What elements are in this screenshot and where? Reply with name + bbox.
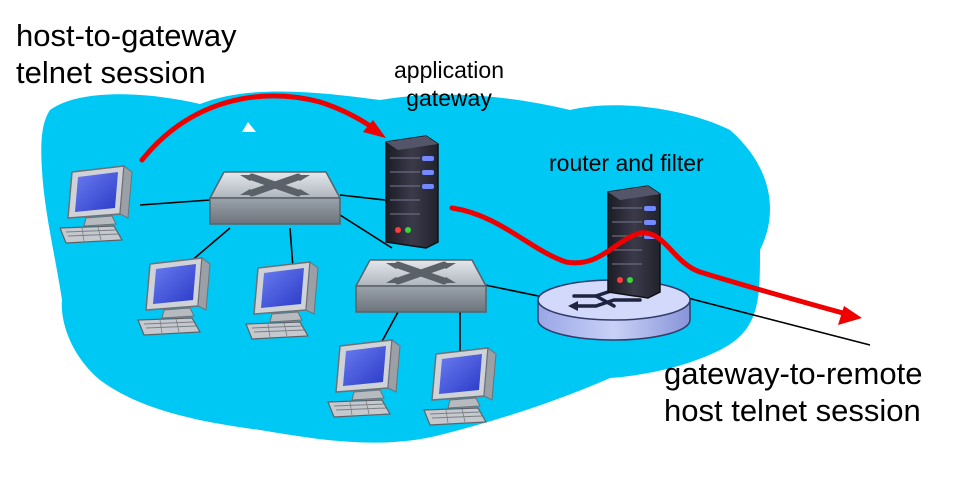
application-gateway-line-2: gateway (406, 84, 492, 111)
gateway-to-remote-line-2: host telnet session (664, 393, 921, 429)
application-gateway-label: application gateway (376, 57, 522, 112)
host-to-gateway-path (139, 93, 379, 163)
switch-icon (210, 172, 340, 224)
server-icon (385, 135, 439, 249)
cloud-notch (242, 122, 256, 132)
gateway-to-remote-arrowhead (838, 306, 862, 325)
application-gateway-line-1: application (394, 57, 504, 83)
router-icon (537, 279, 691, 341)
gateway-to-remote-path (449, 205, 853, 318)
switch-icon (356, 260, 486, 312)
server-icon (607, 185, 661, 299)
host-to-gateway-line-2: telnet session (16, 55, 206, 91)
telnet-session-paths (139, 93, 862, 325)
host-to-gateway-label: host-to-gateway telnet session (16, 17, 237, 91)
host-to-gateway-arrowhead (363, 120, 386, 138)
router-and-filter-label: router and filter (549, 150, 704, 176)
gateway-to-remote-line-1: gateway-to-remote (664, 356, 923, 391)
host-to-gateway-line-1: host-to-gateway (16, 18, 237, 53)
gateway-to-remote-label: gateway-to-remote host telnet session (664, 355, 922, 429)
network-links (139, 194, 871, 354)
